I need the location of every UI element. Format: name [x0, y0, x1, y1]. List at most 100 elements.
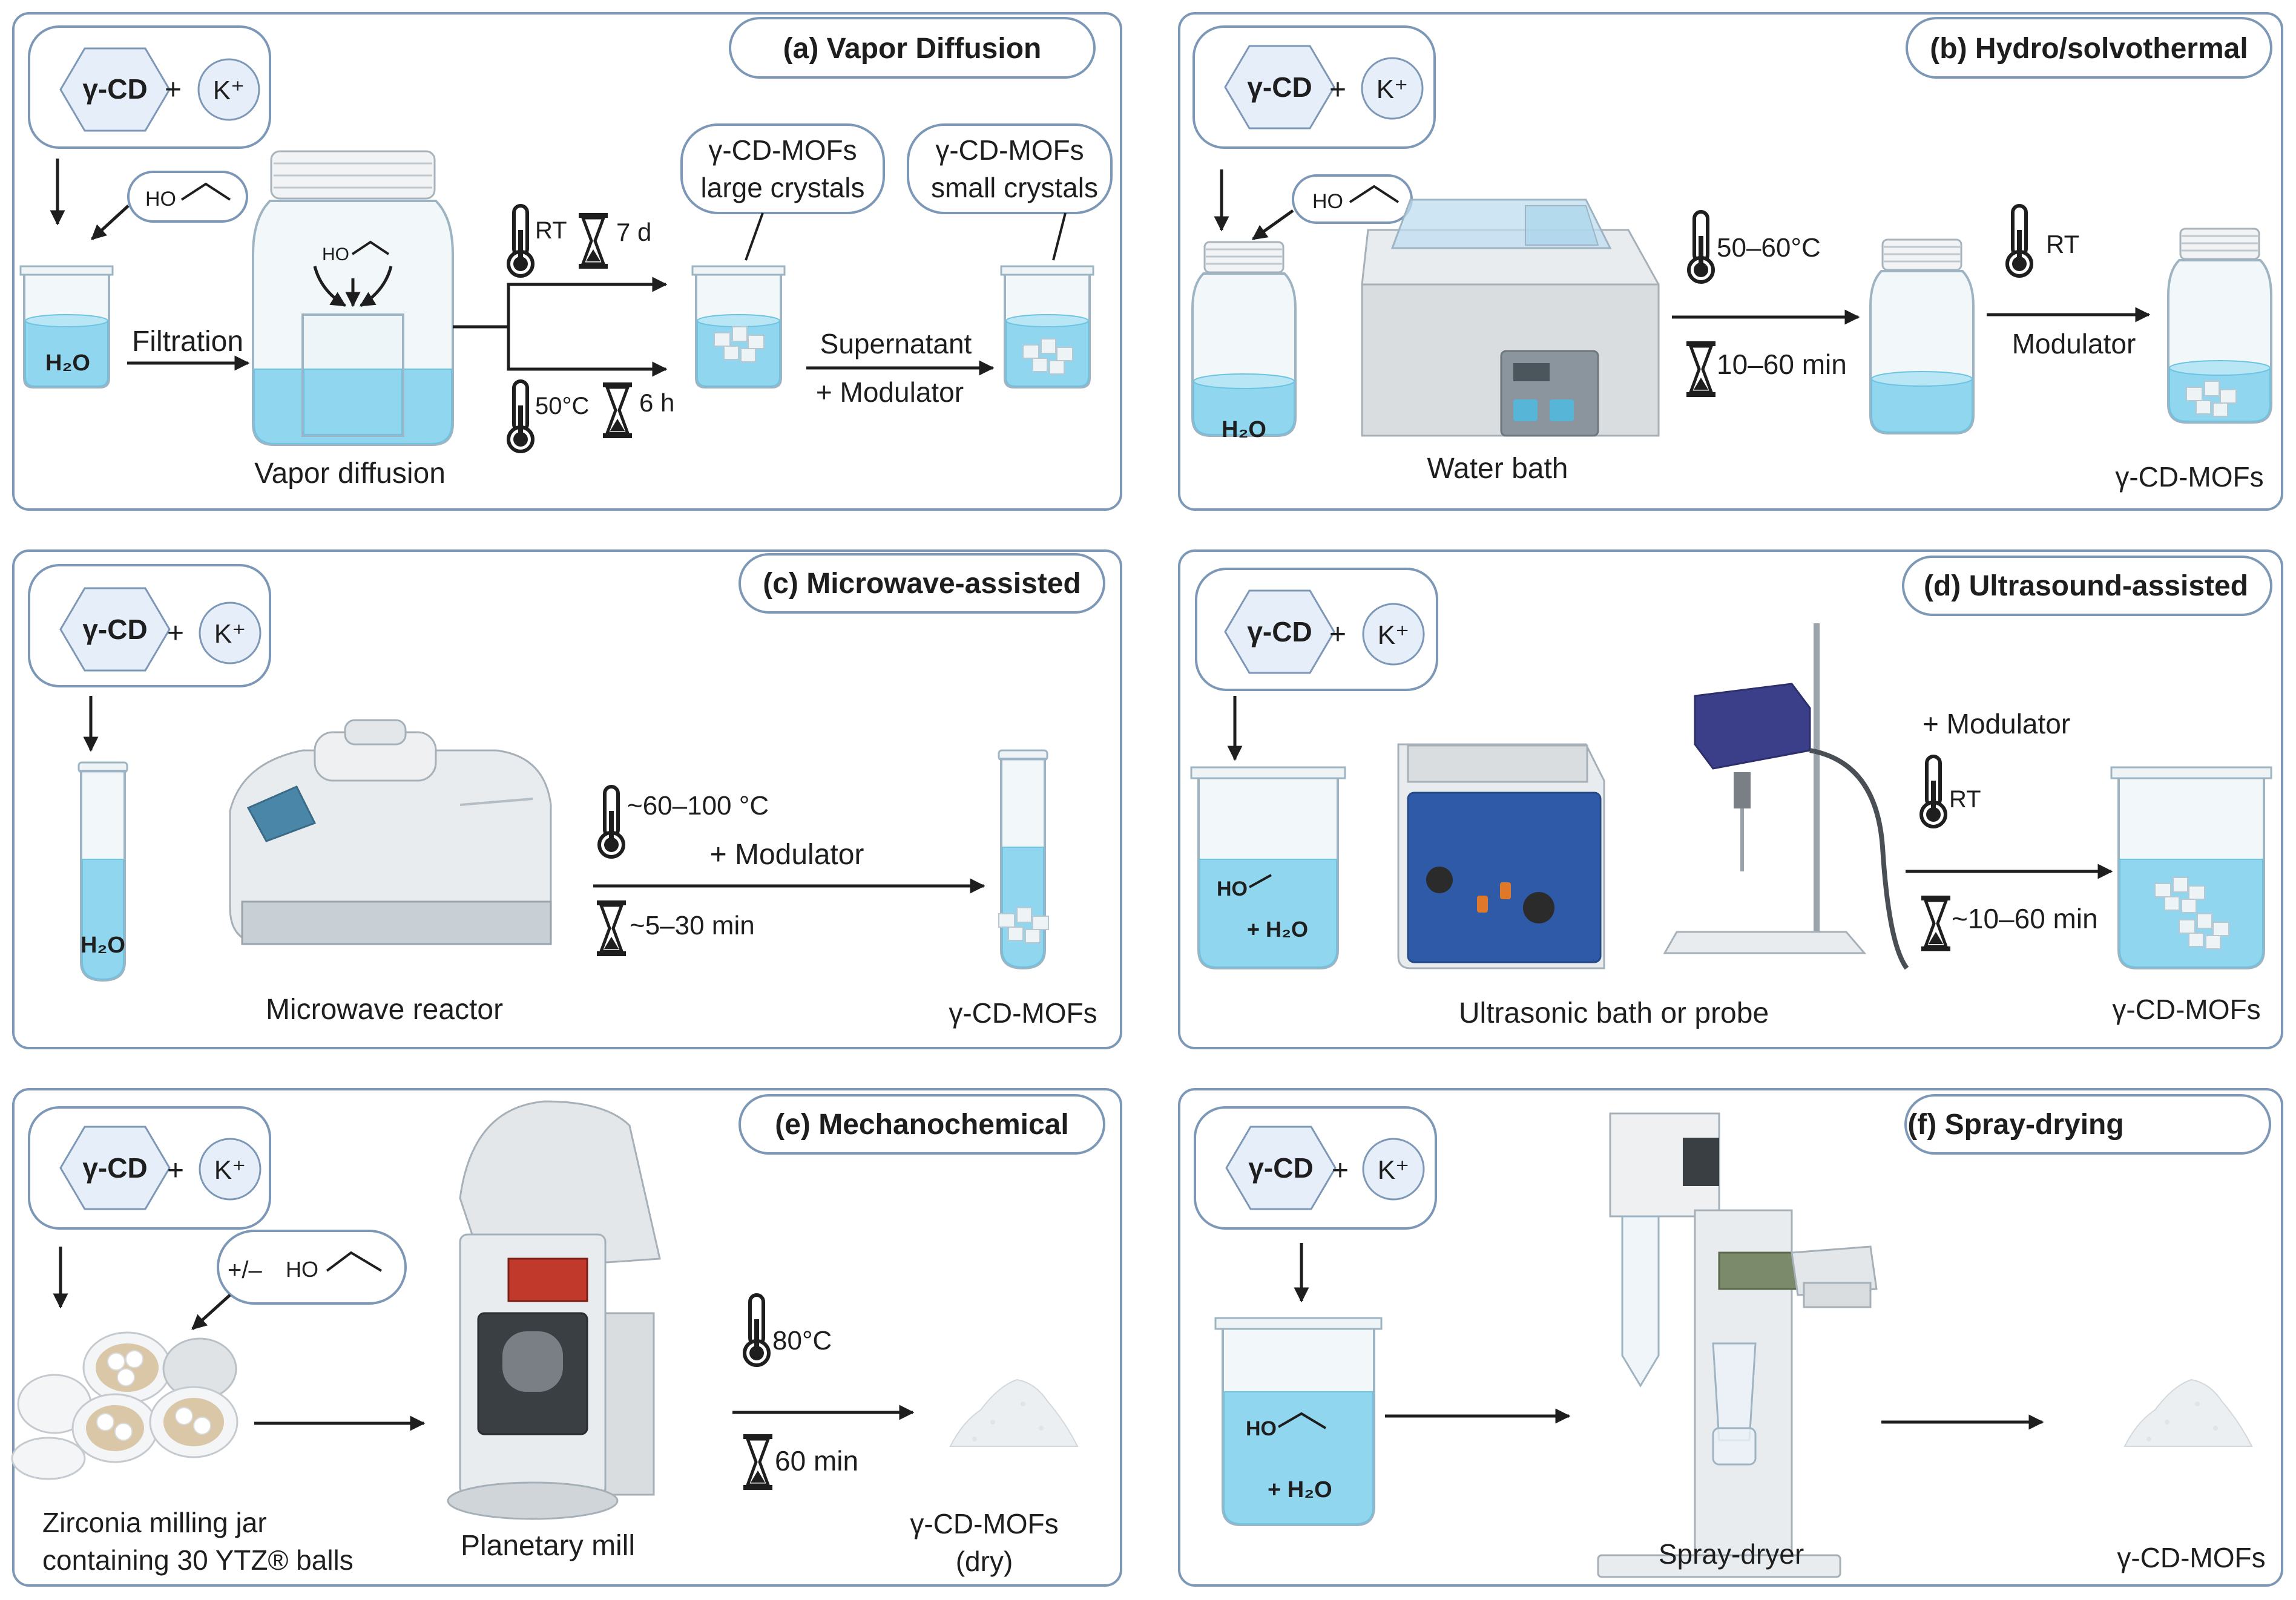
- gamma-cd-hexagon: [1224, 589, 1335, 674]
- spray-dryer-device: [1597, 1112, 1878, 1578]
- panel-e: (e) Mechanochemical γ-CD + K⁺ +/– HO: [11, 1088, 1122, 1587]
- product-label: γ-CD-MOFs: [949, 997, 1097, 1029]
- time-label: ~5–30 min: [630, 911, 755, 940]
- label-bubble: [680, 123, 885, 214]
- thermometer-icon: [2007, 206, 2031, 276]
- plus-sign: +: [1332, 1155, 1349, 1187]
- arrow-icon: [191, 1294, 231, 1330]
- panel-title: (c) Microwave-assisted: [763, 568, 1081, 600]
- milling-jar-icon: [11, 1331, 238, 1480]
- water-label: H₂O: [1222, 417, 1266, 442]
- plus-sign: +: [167, 1155, 184, 1187]
- gamma-cd-hexagon: [59, 1126, 171, 1210]
- vapor-diffusion-jar: HO: [252, 150, 454, 446]
- beaker-icon: [1214, 1317, 1383, 1526]
- large-crystals-line1: γ-CD-MOFs: [708, 134, 857, 166]
- product-line1: γ-CD-MOFs: [910, 1508, 1058, 1539]
- panel-title-pill: [1906, 17, 2272, 79]
- time-label: 7 d: [616, 218, 651, 246]
- potassium-circle: [1362, 1138, 1425, 1201]
- jar-icon: [1869, 238, 1975, 434]
- potassium-circle: [199, 1138, 262, 1201]
- gamma-cd-label: γ-CD: [1248, 1152, 1313, 1184]
- gamma-cd-label: γ-CD: [1247, 71, 1312, 103]
- product-label: γ-CD-MOFs: [2115, 461, 2263, 493]
- supernatant-label: Supernatant: [820, 328, 972, 359]
- filtration-label: Filtration: [132, 326, 243, 358]
- microwave-reactor-device: [229, 719, 552, 945]
- thermometer-icon: [599, 787, 623, 857]
- ethanol-label: HO: [1217, 877, 1248, 900]
- panel-title: (f) Spray-drying: [1907, 1109, 2123, 1141]
- ethanol-bond-icon: [1349, 185, 1400, 203]
- water-label: H₂O: [45, 350, 90, 376]
- thermometer-icon: [1921, 756, 1946, 827]
- potassium-label: K⁺: [214, 1155, 246, 1185]
- potassium-label: K⁺: [1378, 1155, 1410, 1185]
- potassium-label: K⁺: [1377, 74, 1409, 104]
- ethanol-optional-label: +/–: [228, 1257, 262, 1284]
- panel-title-pill: [738, 1094, 1105, 1155]
- ethanol-label: HO: [1312, 190, 1343, 213]
- arrow-icon: [453, 277, 668, 329]
- mill-label: Planetary mill: [461, 1530, 635, 1562]
- temp-label: 50–60°C: [1717, 233, 1821, 263]
- panel-a: (a) Vapor Diffusion γ-CD + K⁺ HO H₂O Fil…: [12, 12, 1122, 511]
- planetary-mill-device: [447, 1100, 661, 1520]
- potassium-circle: [1361, 57, 1424, 120]
- rt-label: RT: [2046, 230, 2079, 258]
- ethanol-label: HO: [286, 1257, 318, 1282]
- plus-sign: +: [1329, 74, 1346, 106]
- pointer-line: [745, 212, 764, 261]
- ethanol-bond-icon: [1249, 874, 1272, 888]
- time-label: ~10–60 min: [1952, 903, 2098, 934]
- potassium-label: K⁺: [1378, 620, 1410, 650]
- panel-d: (d) Ultrasound-assisted γ-CD + K⁺ HO + H…: [1178, 549, 2283, 1049]
- ethanol-label: HO: [145, 188, 176, 211]
- panel-title: (e) Mechanochemical: [775, 1109, 1068, 1141]
- ethanol-bubble: [217, 1230, 407, 1305]
- potassium-circle: [1362, 603, 1425, 666]
- potassium-label: K⁺: [214, 619, 246, 649]
- temp-label: 80°C: [772, 1326, 832, 1356]
- product-label: γ-CD-MOFs: [2117, 1542, 2265, 1573]
- rt-label: RT: [535, 217, 567, 244]
- reactor-label: Microwave reactor: [266, 994, 503, 1026]
- thermometer-icon: [508, 206, 533, 276]
- panel-title-pill: [1904, 1094, 2271, 1155]
- modulator-label: + Modulator: [710, 839, 864, 871]
- jar-label-line2: containing 30 YTZ® balls: [42, 1544, 354, 1576]
- product-line2: (dry): [956, 1546, 1013, 1577]
- time-label: 6 h: [639, 389, 674, 417]
- jar-label-line1: Zirconia milling jar: [42, 1507, 267, 1538]
- rt-label: RT: [1949, 786, 1981, 813]
- gamma-cd-label: γ-CD: [82, 1152, 147, 1184]
- dryer-label: Spray-dryer: [1659, 1538, 1804, 1570]
- water-label: + H₂O: [1247, 917, 1308, 942]
- gamma-cd-hexagon: [59, 47, 171, 132]
- gamma-cd-hexagon: [1224, 45, 1335, 130]
- product-label: γ-CD-MOFs: [2112, 994, 2260, 1025]
- vapor-diffusion-label: Vapor diffusion: [254, 457, 446, 490]
- ethanol-bond-icon: [180, 182, 231, 201]
- panel-f: (f) Spray-drying γ-CD + K⁺ HO + H₂O: [1178, 1088, 2283, 1587]
- gamma-cd-hexagon: [1225, 1126, 1337, 1210]
- potassium-label: K⁺: [213, 76, 245, 105]
- panel-title: (a) Vapor Diffusion: [783, 33, 1042, 65]
- plus-sign: +: [1329, 618, 1346, 651]
- modulator-label: Modulator: [2012, 328, 2136, 359]
- ethanol-label: HO: [1246, 1417, 1277, 1440]
- ethanol-bond-icon: [1277, 1412, 1327, 1429]
- potassium-circle: [199, 602, 262, 664]
- gamma-cd-label: γ-CD: [82, 73, 147, 105]
- modulator-label: + Modulator: [1923, 708, 2070, 739]
- panel-title-pill: [1902, 556, 2272, 616]
- water-label: H₂O: [81, 933, 125, 958]
- jar-icon: [1191, 241, 1297, 437]
- modulator-label: + Modulator: [816, 376, 964, 408]
- ultrasonic-bath-device: [1397, 743, 1605, 969]
- device-label: Ultrasonic bath or probe: [1459, 997, 1769, 1029]
- plus-sign: +: [167, 617, 184, 649]
- ethanol-bond-icon: [326, 1251, 383, 1272]
